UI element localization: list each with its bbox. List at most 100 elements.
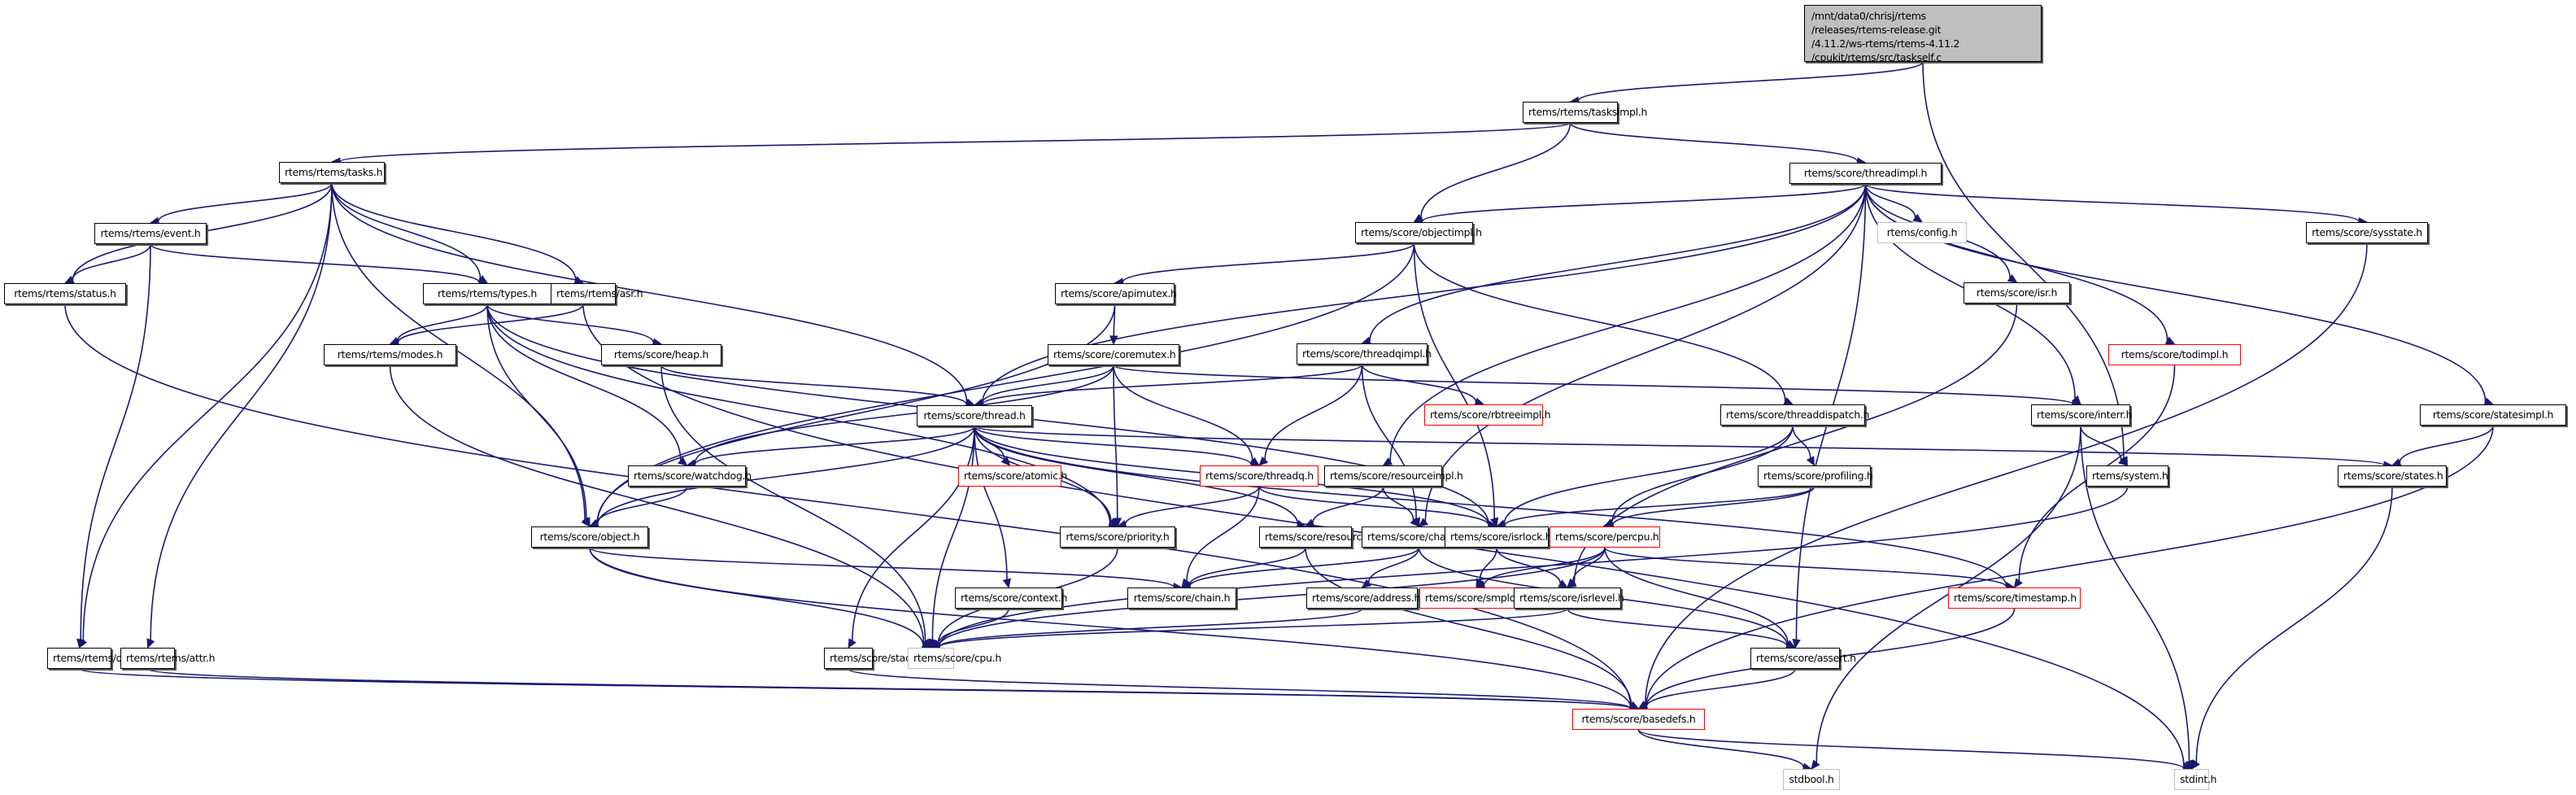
edge-threadimpl-to-resourceimpl xyxy=(1389,183,1867,461)
node-todimpl[interactable]: rtems/score/todimpl.h xyxy=(2108,344,2241,365)
edge-threadimpl-to-thread xyxy=(981,183,1867,404)
edge-coremutex-to-priority xyxy=(1113,365,1118,519)
edge-thread-to-threadq xyxy=(974,426,1252,465)
edge-threadq-to-isrlock xyxy=(1258,486,1489,526)
edge-isrlevel-to-assert xyxy=(1567,608,1788,647)
node-status[interactable]: rtems/rtems/status.h xyxy=(4,283,126,304)
arrowhead-icon xyxy=(1811,759,1820,770)
edge-status-to-basedefs xyxy=(64,304,1632,707)
node-assert[interactable]: rtems/score/assert.h xyxy=(1750,648,1856,669)
edge-chainimpl-to-chain xyxy=(1189,547,1420,587)
node-threadqimpl[interactable]: rtems/score/threadqimpl.h xyxy=(1297,343,1432,365)
edge-threaddispatch-to-isrlock xyxy=(1503,425,1794,524)
node-heap[interactable]: rtems/score/heap.h xyxy=(601,344,721,365)
node-apimutex[interactable]: rtems/score/apimutex.h xyxy=(1055,283,1177,304)
edge-event-to-options xyxy=(80,243,151,640)
node-attr[interactable]: rtems/rtems/attr.h xyxy=(120,648,216,669)
edge-tasks-to-object xyxy=(331,182,586,521)
node-stdint[interactable]: stdint.h xyxy=(2174,769,2216,790)
node-sysstate[interactable]: rtems/score/sysstate.h xyxy=(2306,222,2428,243)
edge-resourceimpl-to-chainimpl xyxy=(1382,486,1414,521)
edge-threadimpl-to-objectimpl xyxy=(1421,183,1867,222)
node-options[interactable]: rtems/rtems/options.h xyxy=(47,648,161,669)
node-resourceimpl[interactable]: rtems/score/resourceimpl.h xyxy=(1324,465,1463,487)
node-modes[interactable]: rtems/rtems/modes.h xyxy=(324,344,456,365)
edge-tasks-to-types xyxy=(331,182,482,279)
arrowhead-icon xyxy=(2118,456,2129,466)
node-cpu[interactable]: rtems/score/cpu.h xyxy=(908,648,1001,669)
node-types[interactable]: rtems/rtems/types.h xyxy=(423,283,551,304)
edge-threadqimpl-to-rbtreeimpl xyxy=(1361,364,1477,403)
arrowhead-icon xyxy=(1418,518,1429,527)
node-percpu[interactable]: rtems/score/percpu.h xyxy=(1550,526,1660,548)
node-threadq[interactable]: rtems/score/threadq.h xyxy=(1200,465,1319,487)
node-atomic[interactable]: rtems/score/atomic.h xyxy=(958,465,1067,487)
node-states[interactable]: rtems/score/states.h xyxy=(2338,465,2447,487)
arrowhead-icon xyxy=(1792,638,1801,649)
node-isrlevel[interactable]: rtems/score/isrlevel.h xyxy=(1514,588,1624,609)
arrowhead-icon xyxy=(2164,336,2176,345)
node-timestamp[interactable]: rtems/score/timestamp.h xyxy=(1948,588,2081,609)
edge-tasks-to-thread xyxy=(331,182,968,403)
node-coremutex[interactable]: rtems/score/coremutex.h xyxy=(1048,344,1179,365)
node-rbtreeimpl[interactable]: rtems/score/rbtreeimpl.h xyxy=(1424,404,1551,426)
arrowhead-icon xyxy=(1410,517,1420,527)
node-system[interactable]: rtems/system.h xyxy=(2086,465,2168,487)
edge-thread-to-resource xyxy=(974,426,1299,525)
edge-asr-to-modes xyxy=(397,304,584,343)
edge-sysstate-to-basedefs xyxy=(1645,242,2368,705)
node-basedefs[interactable]: rtems/score/basedefs.h xyxy=(1572,709,1705,730)
edge-event-to-status xyxy=(72,243,151,281)
node-profiling[interactable]: rtems/score/profiling.h xyxy=(1758,465,1873,487)
node-threadimpl[interactable]: rtems/score/threadimpl.h xyxy=(1789,163,1942,184)
root-label-line: /cpukit/rtems/src/taskself.c xyxy=(1811,51,1942,63)
node-context[interactable]: rtems/score/context.h xyxy=(955,588,1067,609)
node-chain[interactable]: rtems/score/chain.h xyxy=(1127,588,1236,609)
edge-threadqimpl-to-threadq xyxy=(1264,364,1363,461)
node-config[interactable]: rtems/config.h xyxy=(1877,222,1967,243)
edge-isrlevel-to-cpu xyxy=(938,608,1568,649)
arrowhead-icon xyxy=(76,638,85,649)
arrowhead-icon xyxy=(1108,518,1118,527)
edge-event-to-types xyxy=(150,243,480,283)
edge-percpu-to-assert xyxy=(1604,547,1789,644)
edge-objectimpl-to-apimutex xyxy=(1122,242,1415,283)
edge-statesimpl-to-states xyxy=(2399,425,2494,463)
node-stack[interactable]: rtems/score/stack.h xyxy=(824,648,926,669)
edge-tasksimpl-to-objectimpl xyxy=(1420,122,1571,218)
node-tasksimpl[interactable]: rtems/rtems/tasksimpl.h xyxy=(1523,102,1647,123)
node-resource[interactable]: rtems/score/resource.h xyxy=(1259,526,1377,548)
edge-threadimpl-to-chainimpl xyxy=(1424,183,1867,522)
node-object[interactable]: rtems/score/object.h xyxy=(531,526,648,548)
edge-profiling-to-percpu xyxy=(1612,486,1815,526)
node-objectimpl[interactable]: rtems/score/objectimpl.h xyxy=(1355,222,1482,243)
arrowhead-icon xyxy=(1361,579,1372,588)
edge-types-to-modes xyxy=(396,304,488,342)
node-statesimpl[interactable]: rtems/score/statesimpl.h xyxy=(2420,404,2566,426)
node-root[interactable]: /mnt/data0/chrisj/rtems/releases/rtems-r… xyxy=(1804,5,2042,63)
node-event[interactable]: rtems/rtems/event.h xyxy=(94,223,207,244)
node-address[interactable]: rtems/score/address.h xyxy=(1306,588,1420,609)
edge-context-to-cpu xyxy=(937,608,1009,644)
edge-assert-to-basedefs xyxy=(1645,668,1796,707)
node-stdbool[interactable]: stdbool.h xyxy=(1783,769,1840,790)
edge-isrlock-to-smplock xyxy=(1479,547,1497,581)
edge-objectimpl-to-isrlock xyxy=(1413,242,1495,519)
node-asr[interactable]: rtems/rtems/asr.h xyxy=(551,283,643,304)
node-watchdog[interactable]: rtems/score/watchdog.h xyxy=(628,465,752,487)
edge-root-to-system xyxy=(1922,61,2125,459)
node-tasks[interactable]: rtems/rtems/tasks.h xyxy=(279,162,385,183)
node-priority[interactable]: rtems/score/priority.h xyxy=(1060,526,1175,548)
node-isrlock[interactable]: rtems/score/isrlock.h xyxy=(1445,526,1552,548)
edge-object-to-basedefs xyxy=(589,547,1632,708)
arrowhead-icon xyxy=(1109,335,1118,346)
node-thread[interactable]: rtems/score/thread.h xyxy=(917,405,1032,426)
node-isr[interactable]: rtems/score/isr.h xyxy=(1964,282,2070,304)
node-interr[interactable]: rtems/score/interr.h xyxy=(2031,404,2133,426)
edge-threadimpl-to-threadqimpl xyxy=(1369,183,1867,341)
node-threaddispatch[interactable]: rtems/score/threaddispatch.h xyxy=(1720,404,1869,426)
edge-tasks-to-attr xyxy=(150,182,333,640)
edge-resource-to-chain xyxy=(1188,547,1306,586)
